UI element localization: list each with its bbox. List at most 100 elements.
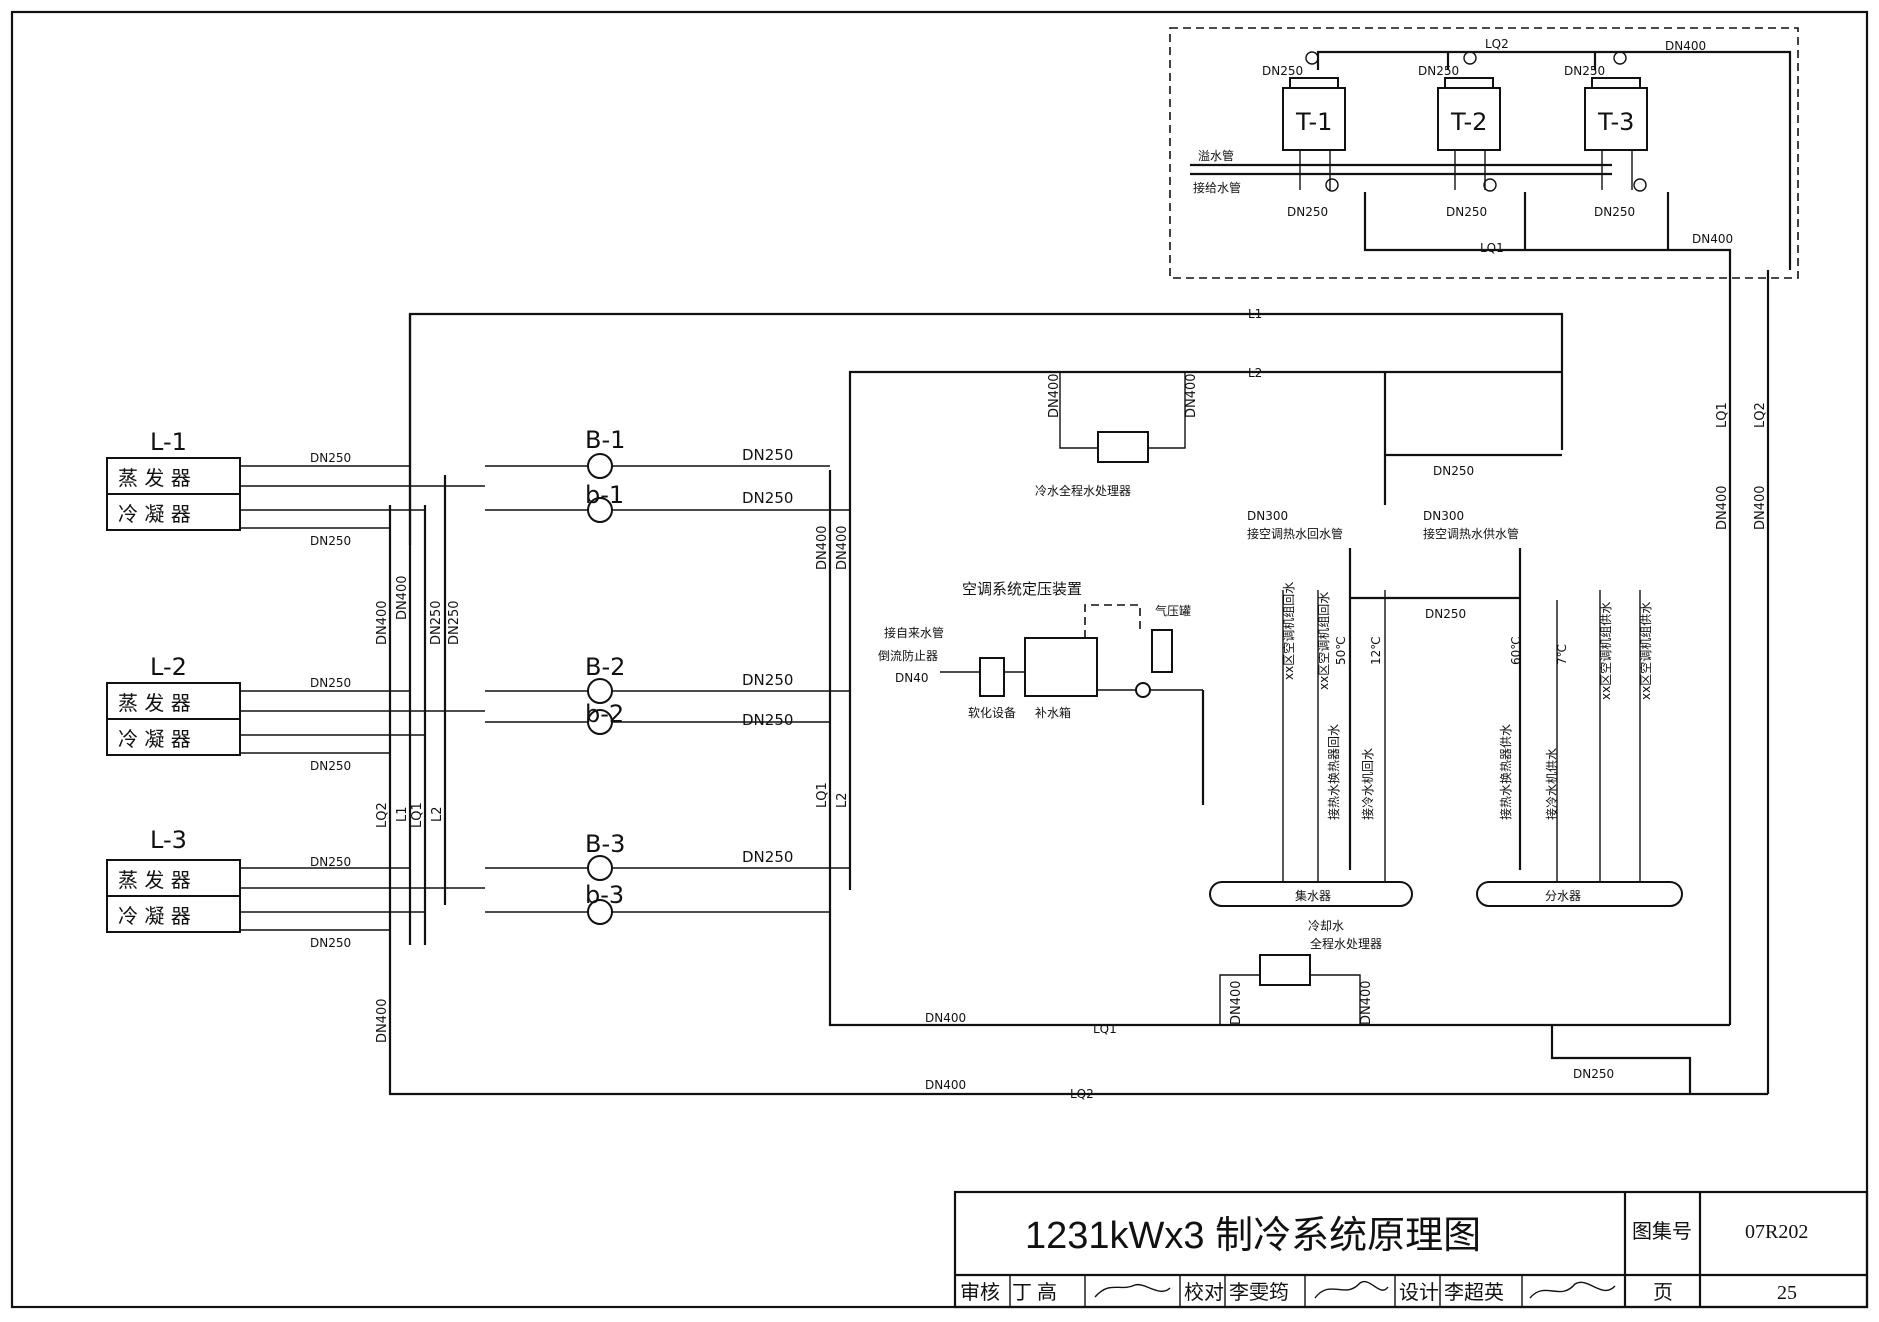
cooling-tower-t3: T-3 DN250 DN250 (1564, 51, 1648, 219)
svg-text:分水器: 分水器 (1545, 889, 1581, 903)
svg-text:DN250: DN250 (1418, 64, 1459, 78)
svg-text:DN250: DN250 (310, 534, 351, 548)
chiller-piping (240, 465, 485, 931)
svg-text:DN250: DN250 (310, 759, 351, 773)
svg-text:蒸 发 器: 蒸 发 器 (118, 466, 191, 490)
svg-text:LQ2: LQ2 (1753, 402, 1768, 428)
cooling-bypass (1550, 1025, 1692, 1094)
svg-text:接空调热水供水管: 接空调热水供水管 (1423, 526, 1519, 541)
svg-text:LQ1: LQ1 (1093, 1022, 1117, 1036)
svg-text:L-2: L-2 (150, 653, 187, 681)
checker-signature (1314, 1280, 1389, 1299)
svg-text:b-1: b-1 (585, 481, 624, 509)
pump-b1-small: b-1 DN250 (585, 481, 793, 523)
tower-lq1-header (1363, 192, 1732, 270)
svg-text:集水器: 集水器 (1295, 888, 1331, 903)
svg-text:DN40: DN40 (895, 671, 929, 685)
svg-text:LQ1: LQ1 (815, 782, 830, 808)
svg-text:60℃: 60℃ (1509, 636, 1523, 665)
pump-icon (1135, 682, 1151, 698)
svg-text:DN250: DN250 (429, 600, 444, 645)
tower-lq2-label: LQ2 (1485, 37, 1509, 51)
svg-text:DN250: DN250 (1287, 205, 1328, 219)
hot-water-return: DN300 接空调热水回水管 (1247, 509, 1352, 870)
distributor: 分水器 接热水换热器供水 接冷水机供水 xx区空调机组供水 xx区空调机组供水 … (1476, 590, 1683, 907)
svg-text:DN400: DN400 (925, 1078, 966, 1092)
svg-text:接空调热水回水管: 接空调热水回水管 (1247, 526, 1343, 541)
gauge-icon (1633, 178, 1647, 192)
expansion-vessel (1151, 629, 1173, 673)
svg-text:7℃: 7℃ (1555, 644, 1569, 665)
condenser (106, 493, 241, 531)
svg-text:L2: L2 (835, 792, 850, 808)
gauge-icon (1463, 51, 1477, 65)
svg-text:50℃: 50℃ (1334, 636, 1348, 665)
chiller-l3: L-3 蒸 发 器 冷 凝 器 DN250 DN250 (106, 826, 351, 950)
svg-text:接热水换热器供水: 接热水换热器供水 (1498, 724, 1513, 820)
pump-icon (587, 855, 613, 881)
svg-text:DN250: DN250 (1425, 607, 1466, 621)
svg-text:DN400: DN400 (1715, 485, 1730, 530)
svg-text:LQ2: LQ2 (1070, 1087, 1094, 1101)
svg-text:DN250: DN250 (742, 446, 793, 464)
tower-lq1-label: LQ1 (1480, 241, 1504, 255)
cooling-water-treatment: 冷却水 全程水处理器 DN400 DN400 (1219, 919, 1382, 1025)
pump-lines (485, 465, 850, 913)
condenser (106, 718, 241, 756)
chiller-l1: L-1 蒸 发 器 冷 凝 器 DN250 DN250 (106, 428, 351, 548)
svg-text:DN300: DN300 (1423, 509, 1464, 523)
svg-text:T-2: T-2 (1450, 108, 1487, 136)
svg-text:补水箱: 补水箱 (1035, 705, 1071, 720)
svg-text:25: 25 (1777, 1282, 1797, 1304)
cooling-tower-zone (1169, 27, 1799, 279)
svg-text:图集号: 图集号 (1632, 1220, 1692, 1243)
pressurization-unit: 空调系统定压装置 接自来水管 倒流防止器 DN40 软化设备 补水箱 气压罐 (878, 580, 1205, 805)
svg-text:丁 高: 丁 高 (1012, 1281, 1057, 1304)
svg-text:DN400: DN400 (1753, 485, 1768, 530)
gauge-icon (1613, 51, 1627, 65)
pump-b2-small: b-2 DN250 (585, 700, 793, 735)
pump-icon (587, 678, 613, 704)
lq1-main (828, 470, 1730, 1027)
svg-text:L-1: L-1 (150, 428, 187, 456)
l2-main (848, 370, 1562, 470)
svg-text:接热水换热器回水: 接热水换热器回水 (1326, 724, 1341, 820)
svg-text:DN400: DN400 (815, 525, 830, 570)
pump-icon (587, 899, 613, 925)
l2-label: L2 (1248, 366, 1262, 380)
svg-text:DN400: DN400 (1184, 373, 1199, 418)
tower-dn400-bottom: DN400 (1692, 232, 1733, 246)
pump-icon (587, 497, 613, 523)
svg-text:设计: 设计 (1399, 1281, 1439, 1304)
pump-b1: B-1 DN250 (585, 426, 793, 479)
svg-text:DN250: DN250 (742, 848, 793, 866)
svg-text:B-2: B-2 (585, 653, 625, 681)
reviewer-signature (1094, 1283, 1171, 1298)
gauge-icon (1305, 51, 1319, 65)
svg-text:冷却水: 冷却水 (1308, 919, 1344, 933)
svg-text:B-1: B-1 (585, 426, 625, 454)
svg-text:接自来水管: 接自来水管 (884, 625, 944, 640)
svg-text:李雯筠: 李雯筠 (1229, 1281, 1289, 1304)
svg-text:xx区空调机组回水: xx区空调机组回水 (1282, 582, 1296, 680)
sheet-border (10, 10, 1869, 1309)
svg-text:DN250: DN250 (1594, 205, 1635, 219)
gauge-icon (1325, 178, 1339, 192)
title-block: 1231kWx3 制冷系统原理图 图集号 07R202 审核 丁 高 校对 李雯… (953, 1190, 1869, 1309)
svg-text:冷 凝 器: 冷 凝 器 (118, 904, 191, 928)
svg-text:DN250: DN250 (447, 600, 462, 645)
svg-text:DN250: DN250 (310, 451, 351, 465)
chilled-water-treatment: 冷水全程水处理器 DN400 DN400 (1035, 372, 1199, 498)
designer-signature (1529, 1281, 1616, 1299)
svg-text:L1: L1 (395, 806, 410, 822)
svg-text:L2: L2 (430, 806, 445, 822)
svg-text:DN250: DN250 (1573, 1067, 1614, 1081)
svg-text:蒸 发 器: 蒸 发 器 (118, 691, 191, 715)
svg-text:B-3: B-3 (585, 830, 625, 858)
svg-text:DN250: DN250 (1262, 64, 1303, 78)
svg-text:蒸 发 器: 蒸 发 器 (118, 868, 191, 892)
condenser (106, 895, 241, 933)
header-risers: DN400 DN400 DN250 DN250 LQ2 L1 LQ1 L2 (375, 314, 462, 945)
